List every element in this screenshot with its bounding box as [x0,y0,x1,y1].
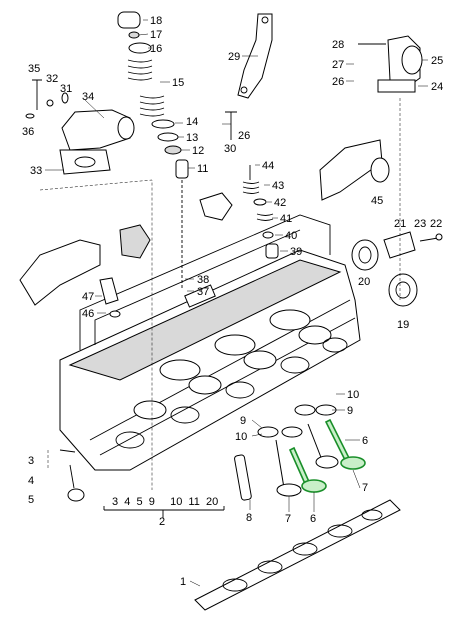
callout-15: 15 [172,77,184,89]
callout-9b: 9 [240,415,246,427]
valve-spring-stack [117,11,189,290]
callout-32: 32 [46,73,58,85]
callout-40: 40 [285,230,297,242]
callout-43: 43 [272,180,284,192]
callout-47: 47 [82,291,94,303]
callout-23: 23 [414,218,426,230]
leader-lines [45,19,428,587]
callout-26b: 26 [332,76,344,88]
callout-45: 45 [371,195,383,207]
callout-5: 5 [28,494,34,506]
callout-7a: 7 [362,482,368,494]
callout-27: 27 [332,59,344,71]
callout-2: 2 [159,516,165,528]
callout-31: 31 [60,83,72,95]
callout-3: 3 [28,455,34,467]
callout-34: 34 [82,91,94,103]
callout-16: 16 [150,43,162,55]
callout-4: 4 [28,475,34,487]
valves [275,418,366,497]
callout-41: 41 [280,213,292,225]
bracket-row: 3 4 5 9 10 11 20 [112,496,218,508]
callout-17: 17 [150,29,162,41]
cylinder-head [59,214,361,471]
callout-6a: 6 [362,435,368,447]
callout-11: 11 [197,163,208,175]
callout-36: 36 [22,126,34,138]
callout-9a: 9 [347,405,353,417]
callout-35: 35 [28,63,40,75]
callout-28: 28 [332,39,344,51]
cam-housing-left [19,192,233,306]
callout-26a: 26 [238,130,250,142]
callout-12: 12 [192,145,204,157]
callout-7b: 7 [285,513,291,525]
callout-10b: 10 [235,431,247,443]
callout-13: 13 [186,132,198,144]
callout-39: 39 [290,246,302,258]
callout-42: 42 [274,197,286,209]
callout-33: 33 [30,165,42,177]
callout-44: 44 [262,160,274,172]
callout-18: 18 [150,15,162,27]
callout-14: 14 [186,116,198,128]
callout-19: 19 [397,319,409,331]
callout-38: 38 [197,274,209,286]
callout-29: 29 [228,51,240,63]
callout-22: 22 [430,218,442,230]
intake-elbow [59,109,135,175]
head-gasket [194,499,401,611]
small-valve-parts [242,165,279,259]
water-outlet [377,35,423,93]
callout-20: 20 [358,276,370,288]
callout-37: 37 [197,286,209,298]
callout-25: 25 [431,55,443,67]
callout-21: 21 [394,218,406,230]
callout-1: 1 [180,576,186,588]
callout-30: 30 [224,143,236,155]
callout-labels: 18 17 16 15 14 13 12 11 29 26 30 28 27 2… [22,15,443,588]
callout-46: 46 [82,308,94,320]
callout-10a: 10 [347,389,359,401]
plugs-and-flange [351,231,418,307]
callout-24: 24 [431,81,443,93]
callout-6b: 6 [310,513,316,525]
callout-8: 8 [246,512,252,524]
cam-housing-right [319,139,390,201]
